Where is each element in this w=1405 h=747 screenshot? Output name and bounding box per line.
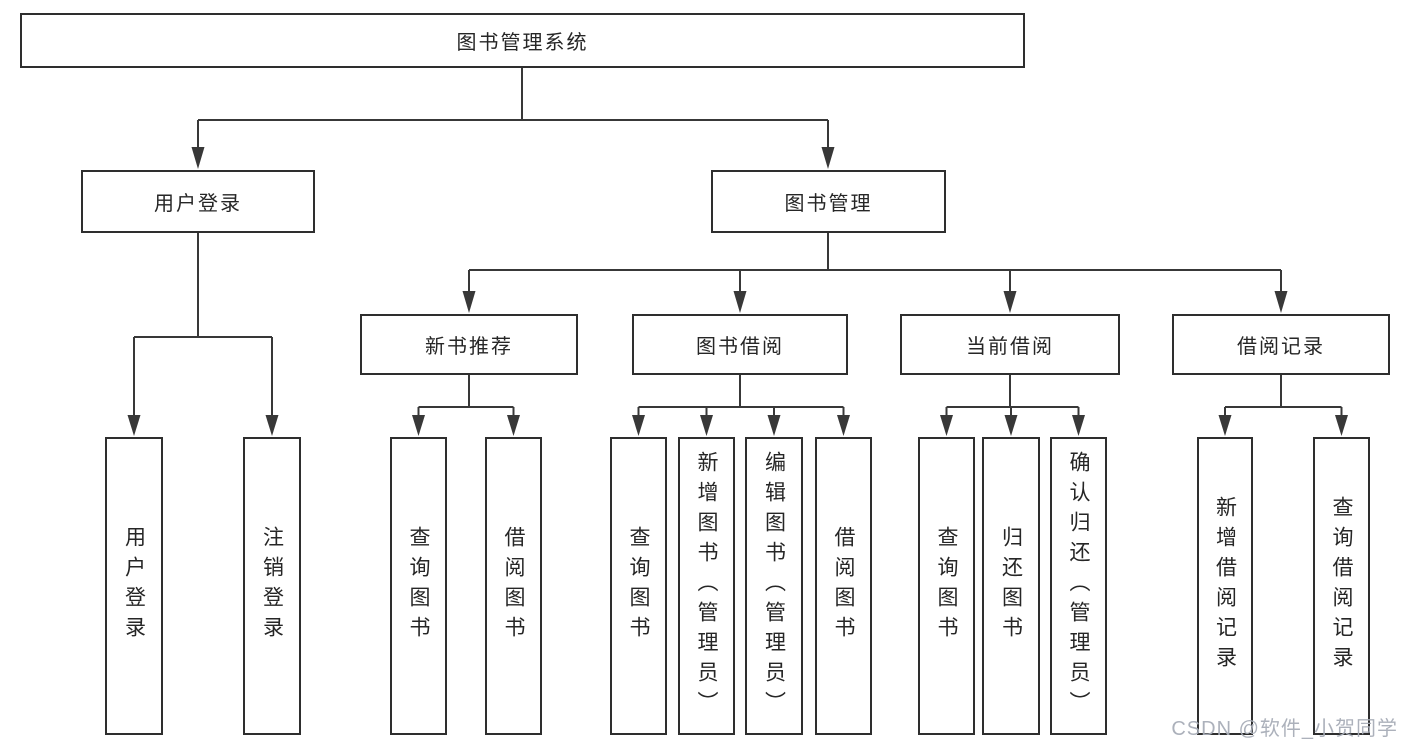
leaf-edit-book-admin-label: 编辑图书（管理员） [762, 451, 786, 721]
arrowheads-level3 [462, 291, 1288, 313]
connector-bookmgmt-to-level3 [468, 233, 1282, 293]
leaf-borrow-book-label: 借阅图书 [832, 526, 855, 646]
arrowheads-currentborrow-leaves [940, 415, 1085, 436]
leaf-confirm-return-admin-label: 确认归还（管理员） [1067, 451, 1090, 721]
leaf-query-book-borrow-label: 查询图书 [627, 526, 650, 646]
leaf-add-book-admin-label: 新增图书（管理员） [695, 451, 718, 721]
arrowheads-level2 [191, 147, 835, 169]
leaf-user-login-label: 用户登录 [122, 526, 146, 646]
leaf-query-book-borrow: 查询图书 [610, 437, 667, 735]
node-new-book-recommend: 新书推荐 [360, 314, 578, 375]
connector-newbook-to-leaves [417, 375, 515, 418]
leaf-query-book-recommend-label: 查询图书 [407, 526, 430, 646]
leaf-return-book-label: 归还图书 [999, 526, 1023, 646]
node-book-management: 图书管理 [711, 170, 946, 233]
connector-bookborrow-to-leaves [637, 375, 845, 418]
leaf-query-book-current: 查询图书 [918, 437, 975, 735]
leaf-user-login: 用户登录 [105, 437, 163, 735]
connector-currentborrow-to-leaves [945, 375, 1080, 418]
leaf-query-book-recommend: 查询图书 [390, 437, 447, 735]
arrowheads-userlogin-leaves [127, 415, 279, 436]
leaf-add-borrow-record: 新增借阅记录 [1197, 437, 1253, 735]
leaf-confirm-return-admin: 确认归还（管理员） [1050, 437, 1107, 735]
connector-root-to-level2 [197, 68, 829, 151]
leaf-edit-book-admin: 编辑图书（管理员） [745, 437, 803, 735]
leaf-borrow-book: 借阅图书 [815, 437, 872, 735]
node-current-borrow: 当前借阅 [900, 314, 1120, 375]
connector-userlogin-to-leaves [133, 233, 273, 418]
leaf-logout-label: 注销登录 [260, 526, 284, 646]
leaf-return-book: 归还图书 [982, 437, 1040, 735]
leaf-query-borrow-record-label: 查询借阅记录 [1330, 496, 1353, 676]
leaf-borrow-book-recommend-label: 借阅图书 [502, 526, 525, 646]
leaf-query-book-current-label: 查询图书 [935, 526, 958, 646]
node-book-borrow: 图书借阅 [632, 314, 848, 375]
leaf-borrow-book-recommend: 借阅图书 [485, 437, 542, 735]
node-root-library-system: 图书管理系统 [20, 13, 1025, 68]
arrowheads-bookborrow-leaves [632, 415, 850, 436]
leaf-logout: 注销登录 [243, 437, 301, 735]
leaf-add-book-admin: 新增图书（管理员） [678, 437, 735, 735]
leaf-query-borrow-record: 查询借阅记录 [1313, 437, 1370, 735]
arrowheads-borrowrecord-leaves [1218, 415, 1348, 436]
node-borrow-record: 借阅记录 [1172, 314, 1390, 375]
connector-borrowrecord-to-leaves [1224, 375, 1343, 418]
arrowheads-newbook-leaves [412, 415, 520, 436]
node-user-login: 用户登录 [81, 170, 315, 233]
leaf-add-borrow-record-label: 新增借阅记录 [1213, 496, 1237, 676]
